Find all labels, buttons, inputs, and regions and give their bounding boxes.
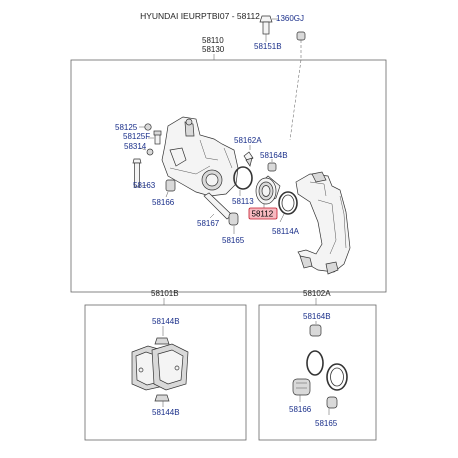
bleeder-screw-58125f[interactable] xyxy=(153,130,162,145)
label-58162a[interactable]: 58162A xyxy=(234,136,262,145)
kit-guide-boot[interactable] xyxy=(292,378,311,396)
pad-kit-frame xyxy=(84,304,247,441)
bleeder-cap-top[interactable] xyxy=(296,31,306,41)
label-58125f[interactable]: 58125F xyxy=(123,132,150,141)
label-58164b-kit[interactable]: 58164B xyxy=(303,312,331,321)
label-58165[interactable]: 58165 xyxy=(222,236,245,245)
label-58125[interactable]: 58125 xyxy=(115,123,138,132)
kit-bleeder-cap[interactable] xyxy=(309,324,322,337)
seal-kit-frame xyxy=(258,304,377,441)
highlight-58112 xyxy=(248,207,278,220)
label-58113[interactable]: 58113 xyxy=(232,197,254,206)
label-58166[interactable]: 58166 xyxy=(152,198,175,207)
guide-bolt-cap-58125[interactable] xyxy=(144,123,152,131)
piston-seal-58113[interactable] xyxy=(233,166,253,190)
pad-clip-top[interactable] xyxy=(154,337,170,345)
label-58166-kit[interactable]: 58166 xyxy=(289,405,312,414)
bleeder-screw-58162a[interactable] xyxy=(243,151,254,167)
bleeder-cap-58164b[interactable] xyxy=(267,162,277,172)
label-58314[interactable]: 58314 xyxy=(124,142,147,151)
label-58164b[interactable]: 58164B xyxy=(260,151,288,160)
label-58112[interactable]: 58112 xyxy=(252,210,274,219)
kit-piston-boot[interactable] xyxy=(326,363,348,391)
guide-boot-58165[interactable] xyxy=(228,212,239,226)
label-58167[interactable]: 58167 xyxy=(197,219,220,228)
label-58101b[interactable]: 58101B xyxy=(151,289,179,298)
label-58163[interactable]: 58163 xyxy=(133,181,156,190)
caliper-body[interactable] xyxy=(161,116,239,197)
label-1360gj[interactable]: 1360GJ xyxy=(276,14,304,23)
bleeder-screw-top[interactable] xyxy=(259,15,273,35)
pad-clip-bottom[interactable] xyxy=(154,394,170,402)
label-58144b-bottom[interactable]: 58144B xyxy=(152,408,180,417)
kit-piston-seal[interactable] xyxy=(306,350,324,376)
label-58165-kit[interactable]: 58165 xyxy=(315,419,338,428)
label-58144b-top[interactable]: 58144B xyxy=(152,317,180,326)
kit-small-boot[interactable] xyxy=(326,396,338,409)
bleeder-cap-58314[interactable] xyxy=(146,148,154,156)
label-58102a[interactable]: 58102A xyxy=(303,289,331,298)
guide-pin-58167[interactable] xyxy=(203,192,233,220)
label-58114a[interactable]: 58114A xyxy=(272,227,300,236)
guide-bolt-58163[interactable] xyxy=(132,158,142,188)
brake-pads[interactable] xyxy=(131,343,189,391)
label-58130[interactable]: 58130 xyxy=(202,45,225,54)
caliper-carrier-bracket[interactable] xyxy=(295,171,351,275)
label-58110[interactable]: 58110 xyxy=(202,36,224,45)
label-58151b[interactable]: 58151B xyxy=(254,42,282,51)
caliper-piston-58112[interactable] xyxy=(255,175,281,205)
guide-boot-58166[interactable] xyxy=(165,179,176,192)
piston-boot-58114a[interactable] xyxy=(278,191,298,215)
caliper-assembly-frame xyxy=(70,59,387,293)
diagram-title: HYUNDAI IEURPTBI07 - 58112 xyxy=(140,11,260,21)
